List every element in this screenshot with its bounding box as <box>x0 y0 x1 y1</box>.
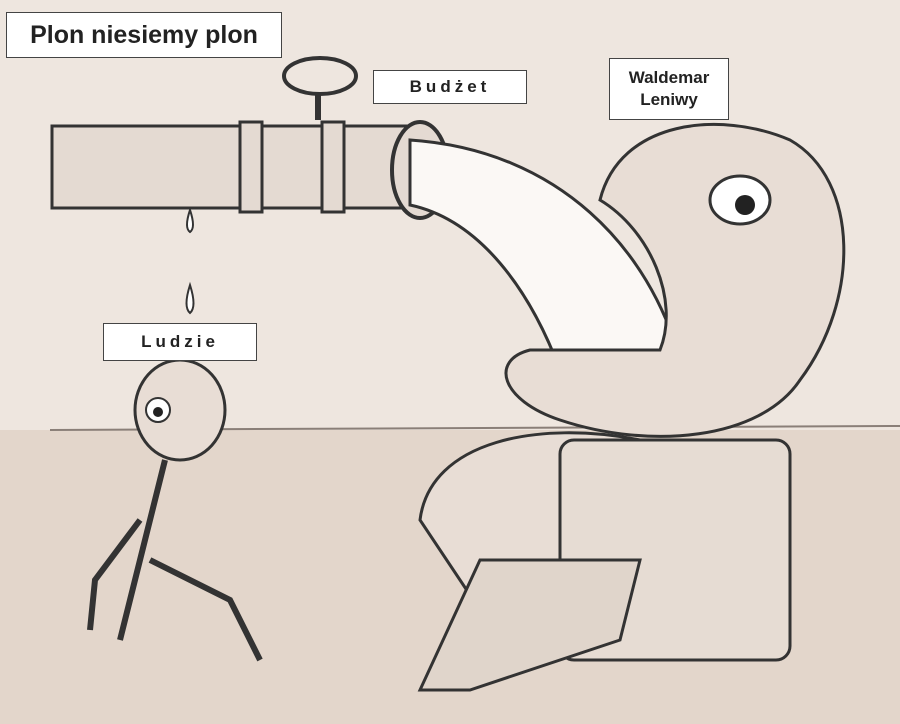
valve-wheel <box>282 56 358 96</box>
people-label: Ludzie <box>103 323 257 361</box>
water-drop <box>185 281 195 315</box>
water-drop <box>186 206 194 234</box>
politician-figure <box>417 123 846 692</box>
cartoon-title: Plon niesiemy plon <box>6 12 282 58</box>
politician-label: Waldemar Leniwy <box>609 58 729 120</box>
politician-label-line2: Leniwy <box>640 90 698 109</box>
budget-label: Budżet <box>373 70 527 104</box>
thin-person-figure <box>87 358 263 662</box>
politician-label-line1: Waldemar <box>628 68 710 87</box>
